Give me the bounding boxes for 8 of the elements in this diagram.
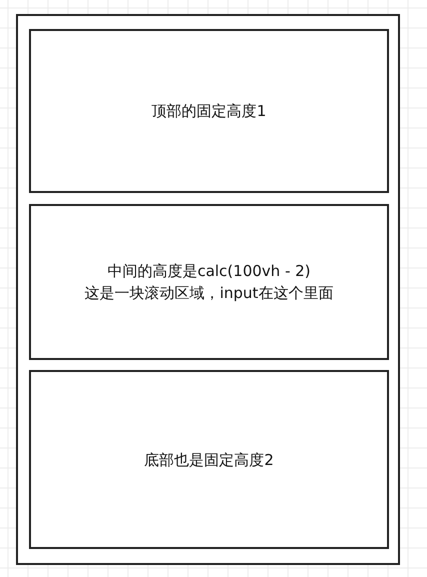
section-text: 这是一块滚动区域，input在这个里面 <box>84 283 334 304</box>
section-text: 底部也是固定高度2 <box>144 450 274 470</box>
section-text: 中间的高度是calc(100vh - 2) <box>107 261 311 282</box>
section-box <box>29 204 389 360</box>
frame-box <box>16 14 400 565</box>
section-box <box>29 29 389 193</box>
section-box <box>29 370 389 549</box>
section-text: 顶部的固定高度1 <box>152 101 266 122</box>
